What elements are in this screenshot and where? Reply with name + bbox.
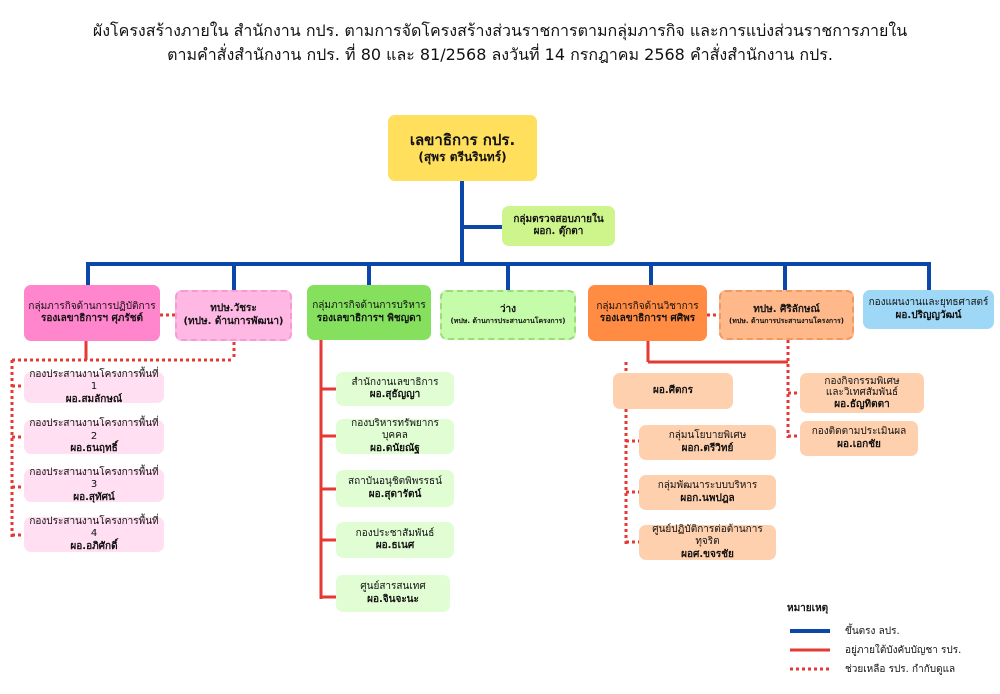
legend-label-command: อยู่ภายใต้บังคับบัญชา รปร. [845, 645, 962, 656]
ops-unit-2-title: กองประสานงานโครงการพื้นที่ 2 [29, 418, 159, 442]
admin-unit-5-box: ศูนย์สารสนเทศ ผอ.จินจะนะ [336, 575, 450, 612]
ops-unit-1-box: กองประสานงานโครงการพื้นที่ 1 ผอ.สมลักษณ์ [24, 368, 164, 405]
admin-group-box: กลุ่มภารกิจด้านการบริหาร รองเลขาธิการฯ พ… [307, 285, 431, 340]
secretary-general-title: เลขาธิการ กปร. [409, 131, 516, 150]
internal-audit-name: ผอก. ตุ๊กตา [533, 226, 584, 237]
acad-adv-unit-1-title-2: และวิเทศสัมพันธ์ [825, 387, 899, 399]
academic-unit-3-name: ผอศ.ขจรชัย [681, 548, 734, 560]
academic-advisor-title: ทปษ. ศิริลักษณ์ [753, 304, 820, 316]
internal-audit-box: กลุ่มตรวจสอบภายใน ผอก. ตุ๊กตา [502, 206, 615, 246]
admin-group-name: รองเลขาธิการฯ พิชญดา [316, 312, 422, 324]
acad-adv-unit-2-title: กองติดตามประเมินผล [811, 426, 907, 437]
direct-lines [86, 180, 931, 290]
admin-group-title: กลุ่มภารกิจด้านการบริหาร [312, 300, 426, 311]
vacant-advisor-name: (ทปษ. ด้านการประสานงานโครงการ) [450, 316, 566, 325]
ops-unit-2-name: ผอ.ธนฤทธิ์ [70, 443, 118, 455]
ops-unit-3-title: กองประสานงานโครงการพื้นที่ 3 [29, 466, 159, 491]
academic-group-name: รองเลขาธิการฯ ศศิพร [599, 313, 696, 324]
academic-unit-1-title: กลุ่มนโยบายพิเศษ [668, 430, 747, 441]
academic-advisor-name: (ทปษ. ด้านการประสานงานโครงการ) [729, 316, 844, 325]
admin-unit-2-box: กองบริหารทรัพยากรบุคคล ผอ.ดนัยณัฐ [336, 417, 454, 454]
admin-unit-3-title: สถาบันอนุชิตพิพรรธน์ [348, 476, 442, 487]
acad-adv-unit-2-box: กองติดตามประเมินผล ผอ.เอกชัย [800, 421, 918, 456]
command-lines [84, 340, 788, 599]
acad-adv-unit-1-name: ผอ.ธัญทิตตา [834, 398, 890, 410]
ops-group-name: รองเลขาธิการฯ ศุภรัชต์ [40, 313, 144, 324]
secretary-general-name: (สุพร ตรีนรินทร์) [418, 149, 507, 164]
legend-title: หมายเหตุ [787, 603, 829, 614]
strategy-division-title: กองแผนงานและยุทธศาสตร์ [868, 297, 989, 308]
vacant-advisor-box: ว่าง (ทปษ. ด้านการประสานงานโครงการ) [440, 290, 576, 340]
admin-unit-4-name: ผอ.ธเนศ [375, 540, 415, 551]
legend-lines [790, 629, 830, 671]
admin-unit-2-title: กองบริหารทรัพยากรบุคคล [351, 417, 439, 442]
academic-unit-3-box: ศูนย์ปฏิบัติการต่อต้านการทุจริต ผอศ.ขจรช… [639, 523, 776, 560]
academic-head-name: ผอ.ศีตกร [653, 384, 693, 396]
chart-title-line-2: ตามคำสั่งสำนักงาน กปร. ที่ 80 และ 81/256… [167, 45, 833, 64]
academic-head-box: ผอ.ศีตกร [613, 373, 733, 409]
ops-unit-4-name: ผอ.อภิศักดิ์ [70, 540, 118, 552]
ops-advisor-name: (ทปษ. ด้านการพัฒนา) [183, 315, 284, 327]
internal-audit-title: กลุ่มตรวจสอบภายใน [513, 213, 604, 225]
academic-unit-1-box: กลุ่มนโยบายพิเศษ ผอก.ตรีวิทย์ [639, 425, 776, 460]
ops-unit-1-title: กองประสานงานโครงการพื้นที่ 1 [29, 368, 159, 393]
admin-unit-5-name: ผอ.จินจะนะ [367, 593, 419, 605]
admin-unit-5-title: ศูนย์สารสนเทศ [360, 581, 426, 592]
supervision-lines [10, 313, 800, 544]
vacant-advisor-title: ว่าง [499, 304, 517, 316]
ops-unit-4-title: กองประสานงานโครงการพื้นที่ 4 [29, 515, 159, 540]
legend-label-supervision: ช่วยเหลือ รปร. กำกับดูแล [845, 664, 956, 675]
admin-unit-4-title: กองประชาสัมพันธ์ [355, 527, 435, 539]
ops-group-title: กลุ่มภารกิจด้านการปฏิบัติการ [28, 300, 156, 312]
acad-adv-unit-1-box: กองกิจกรรมพิเศษ และวิเทศสัมพันธ์ ผอ.ธัญท… [800, 373, 924, 413]
ops-advisor-title: ทปษ.วัชระ [210, 303, 257, 314]
academic-unit-1-name: ผอก.ตรีวิทย์ [681, 442, 734, 454]
admin-unit-3-name: ผอ.สุดารัตน์ [368, 488, 422, 500]
strategy-division-name: ผอ.ปริญญวัฒน์ [895, 309, 962, 321]
legend-label-direct: ขึ้นตรง ลปร. [845, 626, 900, 637]
ops-unit-1-name: ผอ.สมลักษณ์ [65, 393, 123, 405]
admin-unit-1-name: ผอ.สุธัญญา [369, 389, 421, 400]
admin-unit-4-box: กองประชาสัมพันธ์ ผอ.ธเนศ [336, 522, 454, 558]
acad-adv-unit-2-name: ผอ.เอกชัย [837, 438, 881, 450]
chart-title-line-1: ผังโครงสร้างภายใน สำนักงาน กปร. ตามการจั… [92, 21, 908, 40]
admin-unit-2-name: ผอ.ดนัยณัฐ [370, 442, 420, 454]
acad-adv-unit-1-title: กองกิจกรรมพิเศษ [824, 375, 900, 387]
ops-unit-3-name: ผอ.สุทัศน์ [73, 491, 115, 503]
ops-unit-4-box: กองประสานงานโครงการพื้นที่ 4 ผอ.อภิศักดิ… [24, 515, 164, 552]
academic-group-box: กลุ่มภารกิจด้านวิชาการ รองเลขาธิการฯ ศศิ… [588, 285, 707, 341]
admin-unit-1-title: สำนักงานเลขาธิการ [351, 376, 439, 388]
academic-unit-2-title: กลุ่มพัฒนาระบบบริหาร [657, 480, 758, 491]
secretary-general-box: เลขาธิการ กปร. (สุพร ตรีนรินทร์) [388, 115, 537, 181]
ops-unit-2-box: กองประสานงานโครงการพื้นที่ 2 ผอ.ธนฤทธิ์ [24, 418, 164, 455]
ops-advisor-box: ทปษ.วัชระ (ทปษ. ด้านการพัฒนา) [175, 290, 292, 341]
admin-unit-1-box: สำนักงานเลขาธิการ ผอ.สุธัญญา [336, 372, 454, 406]
academic-unit-3-title: ศูนย์ปฏิบัติการต่อต้านการทุจริต [652, 523, 763, 548]
academic-unit-2-box: กลุ่มพัฒนาระบบบริหาร ผอก.นพปฎล [639, 475, 776, 510]
admin-unit-3-box: สถาบันอนุชิตพิพรรธน์ ผอ.สุดารัตน์ [336, 470, 454, 507]
ops-group-box: กลุ่มภารกิจด้านการปฏิบัติการ รองเลขาธิกา… [24, 285, 160, 341]
academic-advisor-box: ทปษ. ศิริลักษณ์ (ทปษ. ด้านการประสานงานโค… [719, 290, 854, 340]
strategy-division-box: กองแผนงานและยุทธศาสตร์ ผอ.ปริญญวัฒน์ [863, 290, 994, 329]
academic-group-title: กลุ่มภารกิจด้านวิชาการ [596, 300, 699, 312]
academic-unit-2-name: ผอก.นพปฎล [680, 492, 735, 504]
ops-unit-3-box: กองประสานงานโครงการพื้นที่ 3 ผอ.สุทัศน์ [24, 466, 164, 503]
